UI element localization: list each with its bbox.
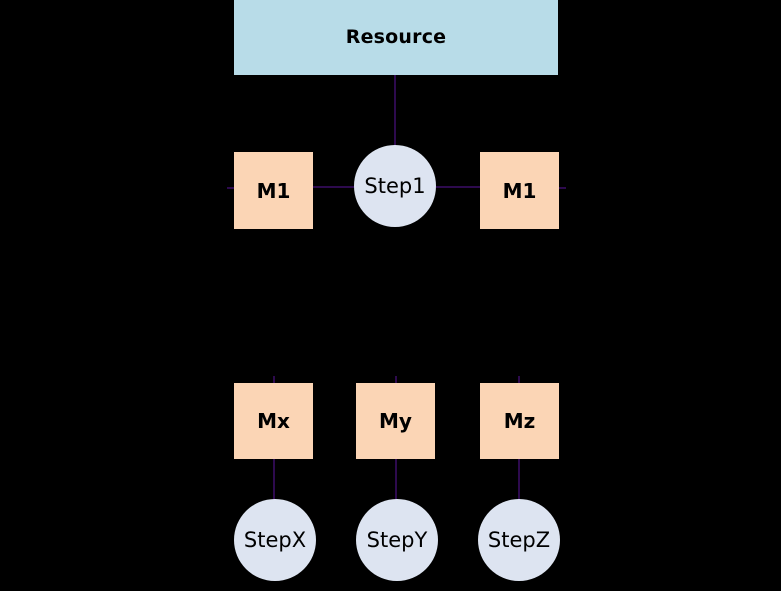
node-label-my: My xyxy=(379,409,412,433)
node-stepx[interactable]: StepX xyxy=(234,499,316,581)
node-label-mz: Mz xyxy=(503,409,536,433)
node-step1[interactable]: Step1 xyxy=(354,145,436,227)
node-resource[interactable]: Resource xyxy=(234,0,558,75)
node-mz[interactable]: Mz xyxy=(480,383,559,459)
node-m1-right[interactable]: M1 xyxy=(480,152,559,229)
node-label-stepz: StepZ xyxy=(487,527,551,552)
node-label-resource: Resource xyxy=(345,26,447,48)
node-label-mx: Mx xyxy=(257,409,290,433)
node-label-stepy: StepY xyxy=(366,527,428,552)
node-label-stepx: StepX xyxy=(243,527,307,552)
node-my[interactable]: My xyxy=(356,383,435,459)
node-label-m1-right: M1 xyxy=(502,178,537,203)
node-stepy[interactable]: StepY xyxy=(356,499,438,581)
node-stepz[interactable]: StepZ xyxy=(478,499,560,581)
node-mx[interactable]: Mx xyxy=(234,383,313,459)
node-m1-left[interactable]: M1 xyxy=(234,152,313,229)
node-label-step1: Step1 xyxy=(364,173,426,198)
node-label-m1-left: M1 xyxy=(256,178,291,203)
